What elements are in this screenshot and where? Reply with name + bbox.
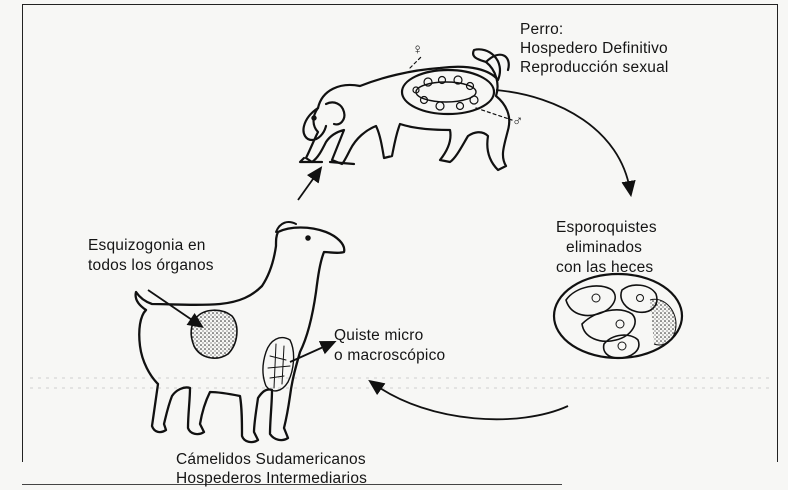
- schizogony-line2: todos los órganos: [88, 256, 214, 275]
- definitive-host-line1: Perro:: [520, 20, 563, 39]
- schizogony-line1: Esquizogonia en: [88, 236, 206, 255]
- sporocysts-illustration: [554, 274, 682, 358]
- arrow-cyst-pointer: [290, 344, 330, 362]
- scan-artifacts: [30, 378, 770, 388]
- male-symbol: ♂: [512, 112, 523, 131]
- arrow-dog-to-feces: [496, 90, 630, 190]
- sporocysts-line2: eliminados: [566, 238, 642, 257]
- sporocysts-line3: con las heces: [556, 258, 653, 277]
- cyst-line2: o macroscópico: [334, 346, 445, 365]
- arrow-schizogony-pointer: [148, 290, 198, 324]
- definitive-host-line3: Reproducción sexual: [520, 58, 669, 77]
- intermediate-host-line2: Hospederos Intermediarios: [176, 469, 367, 488]
- arrow-feces-to-camelid: [374, 384, 568, 419]
- definitive-host-line2: Hospedero Definitivo: [520, 39, 668, 58]
- female-symbol: ♀: [412, 40, 423, 59]
- arrow-camelid-to-dog: [298, 172, 318, 200]
- cycle-arrows: [148, 90, 630, 419]
- sporocysts-line1: Esporoquistes: [556, 218, 657, 237]
- intermediate-host-line1: Cámelidos Sudamericanos: [176, 450, 366, 469]
- dog-illustration: [300, 49, 512, 170]
- cyst-line1: Quiste micro: [334, 326, 423, 345]
